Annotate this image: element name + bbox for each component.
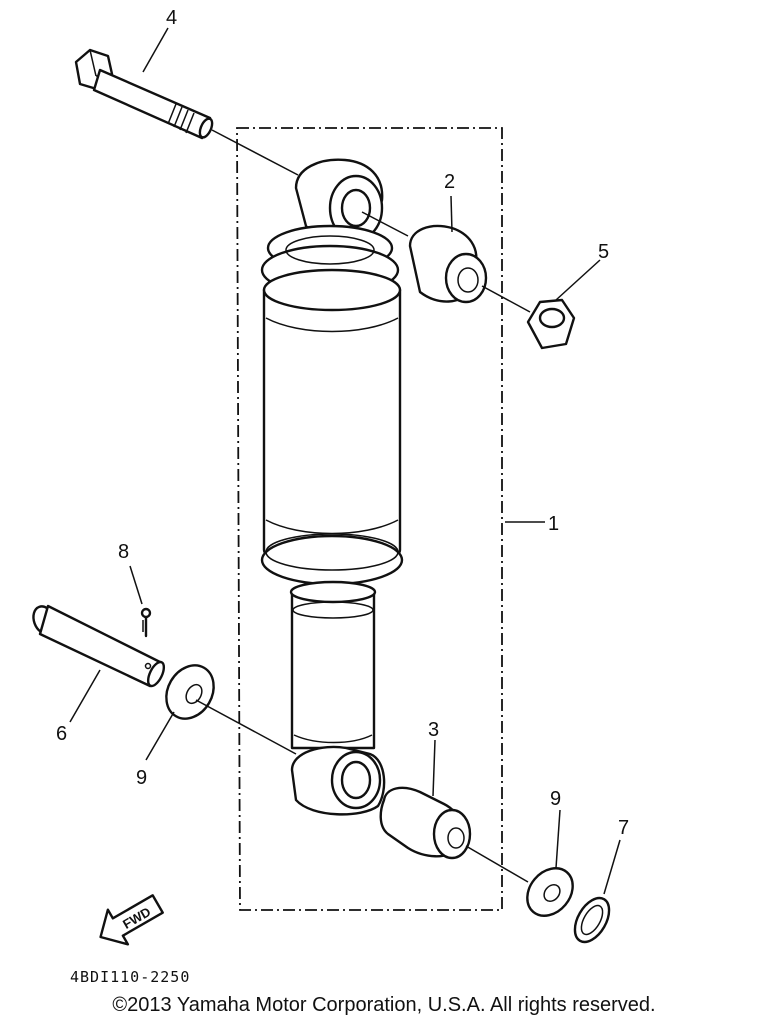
washer-part-9-right [526, 867, 574, 917]
leader-line-8 [129, 565, 143, 605]
callout-2: 2 [444, 171, 455, 193]
leader-line-5 [555, 259, 601, 301]
copyright-notice: ©2013 Yamaha Motor Corporation, U.S.A. A… [112, 994, 656, 1016]
callout-6: 6 [56, 723, 67, 745]
leader-line-9-right [555, 809, 561, 869]
leader-line-4 [142, 27, 169, 73]
leader-line-7 [603, 839, 621, 895]
washer-part-7 [573, 896, 611, 944]
callout-9-left: 9 [136, 767, 147, 789]
callout-1: 1 [548, 513, 559, 535]
diagram-code: 4BDI110-2250 [70, 968, 190, 986]
callout-7: 7 [618, 817, 629, 839]
leader-line-6 [69, 669, 101, 723]
leader-line-2 [450, 195, 453, 233]
assembly-boundary [236, 127, 503, 911]
callout-9-right: 9 [550, 788, 561, 810]
washer-part-9-left [165, 664, 215, 720]
bolt-part-4 [74, 48, 214, 140]
leader-line-9-left [145, 711, 175, 761]
axis-line-lower-2 [465, 845, 529, 883]
callout-4: 4 [166, 7, 177, 29]
shock-absorber-lower-rod [289, 580, 377, 750]
axis-line-upper-2 [481, 285, 531, 313]
axis-line-upper [361, 211, 409, 237]
axis-line-bolt [211, 129, 299, 176]
axis-line-lower [195, 699, 297, 755]
fwd-direction-arrow: FWD [99, 894, 164, 946]
nut-part-5 [526, 298, 576, 350]
shock-absorber-upper-eye [294, 158, 384, 244]
pin-part-6 [32, 604, 166, 688]
shock-absorber-lower-eye [290, 745, 386, 816]
callout-8: 8 [118, 541, 129, 563]
callout-5: 5 [598, 241, 609, 263]
collar-part-2 [408, 224, 488, 304]
cotter-pin-part-8 [140, 607, 152, 638]
callout-3: 3 [428, 719, 439, 741]
leader-line-3 [432, 739, 436, 797]
collar-part-3 [379, 786, 472, 860]
shock-absorber-body [260, 268, 404, 586]
